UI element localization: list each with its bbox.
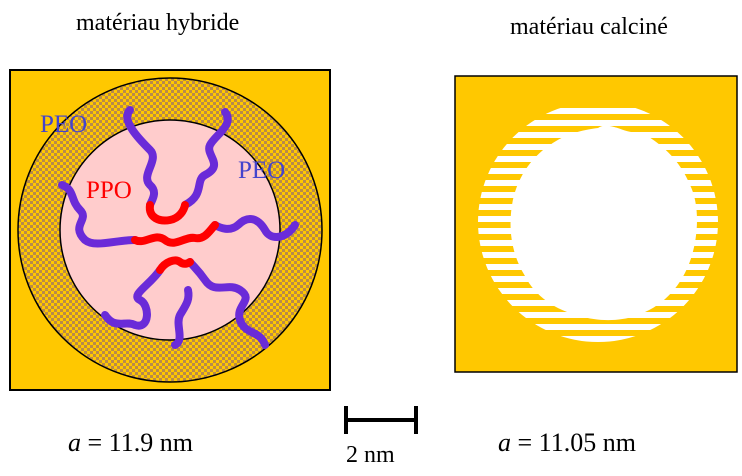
peo-chain <box>58 181 139 248</box>
calcined-pore-void <box>510 125 697 321</box>
scale-bar-label: 2 nm <box>346 442 395 468</box>
lattice-value: = 11.05 nm <box>517 428 636 457</box>
ppo-chain <box>131 221 219 247</box>
ppo-core-circle <box>59 119 281 341</box>
peo-chain <box>123 106 159 209</box>
calcined-lattice-parameter: a = 11.05 nm <box>498 428 636 458</box>
ppo-chains <box>131 201 219 274</box>
peo-chain <box>186 258 269 349</box>
ppo-chain <box>156 256 194 274</box>
peo-label-right: PEO <box>238 157 285 184</box>
peo-chain <box>171 286 193 349</box>
scale-bar <box>344 406 418 434</box>
lattice-symbol: a <box>498 428 511 457</box>
calcined-material-title: matériau calciné <box>510 14 668 40</box>
peo-chain <box>181 108 232 209</box>
peo-chains <box>58 106 299 349</box>
hybrid-material-title: matériau hybride <box>76 10 240 36</box>
peo-chain <box>211 215 299 241</box>
hybrid-lattice-parameter: a = 11.9 nm <box>68 428 193 458</box>
lattice-value: = 11.9 nm <box>87 428 193 457</box>
ppo-chain <box>145 201 189 225</box>
peo-chain <box>101 266 164 330</box>
ppo-label: PPO <box>86 177 132 204</box>
lattice-symbol: a <box>68 428 81 457</box>
calcined-pore-diagram <box>454 75 738 373</box>
peo-label-top: PEO <box>40 111 87 138</box>
hybrid-pore-diagram: PEO PEO PPO <box>9 69 331 391</box>
